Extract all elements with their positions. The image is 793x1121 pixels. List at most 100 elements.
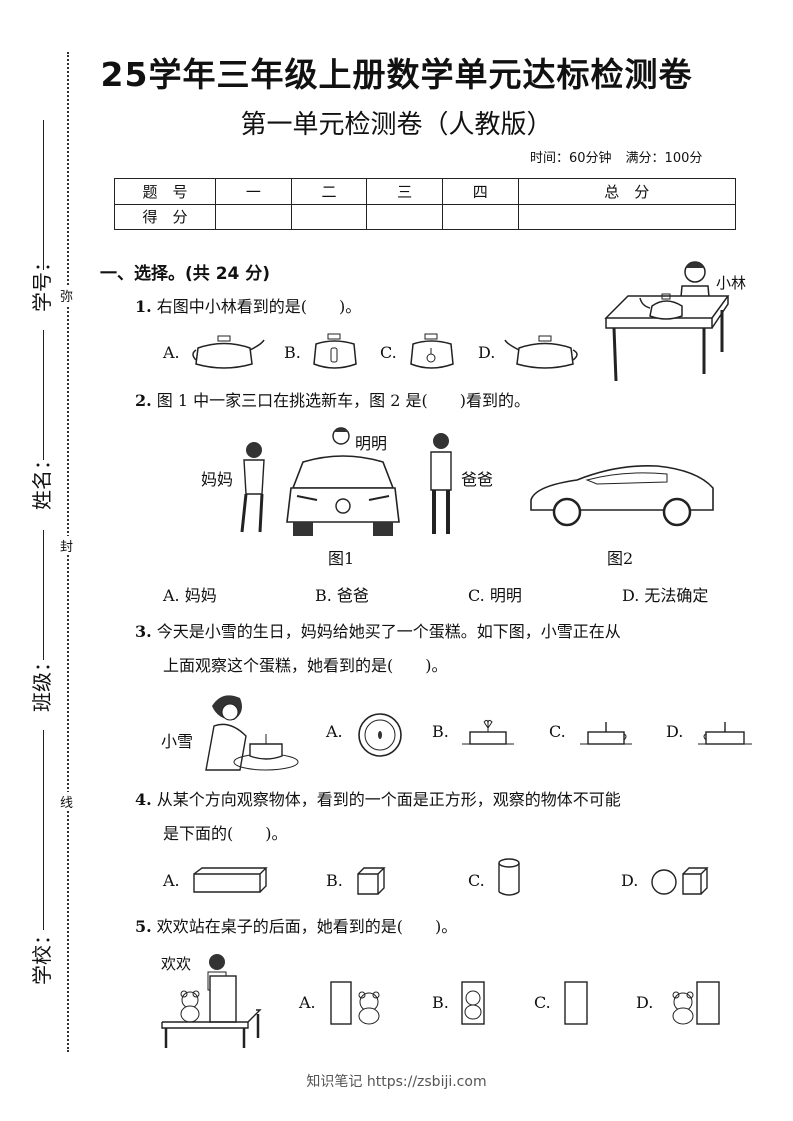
score-cell: 四 [441,178,519,205]
question-text-line1: 从某个方向观察物体，看到的一个面是正方形，观察的物体不可能 [156,790,621,809]
q5-option-d-label: D. [636,993,654,1012]
score-input-cell[interactable] [366,203,443,230]
score-cell: 二 [290,178,368,205]
q3-option-d-label: D. [666,722,684,741]
mom-figure [240,442,265,533]
question-number: 4. [135,790,152,809]
q2-option-b: B. 爸爸 [315,586,369,605]
exam-meta: 时间：60分钟满分：100分 [530,147,716,166]
question-4-line2: 是下面的( )。 [163,824,288,843]
question-1: 1. 右图中小林看到的是( )。 [135,292,361,322]
xiaoxue-label: 小雪 [161,732,194,751]
question-text-line1: 今天是小雪的生日，妈妈给她买了一个蛋糕。如下图，小雪正在从 [156,622,621,641]
cuboid-shape [193,867,268,893]
score-row-label: 得 分 [114,203,216,230]
score-cell: 一 [215,178,292,205]
class-line [43,530,44,660]
teapot-front-handle-view-b [313,333,357,369]
q5-option-b-label: B. [432,993,449,1012]
xiaoxue-cake-figure [205,695,299,771]
student-id-label: 学号： [30,252,54,312]
cake-side-view-b [462,719,514,745]
cake-top-view-a [358,713,402,757]
score-input-cell[interactable] [290,203,368,230]
q3-option-c-label: C. [549,722,566,741]
fig1-caption: 图1 [328,549,355,568]
q3-option-b-label: B. [432,722,449,741]
binding-mark-feng: 封 [60,536,74,555]
q1-option-a-label: A. [163,343,180,362]
q1-option-b-label: B. [284,343,301,362]
teapot-side-view-d [504,335,578,369]
cake-side-view-c [580,722,632,745]
school-line [43,730,44,930]
name-label: 姓名： [30,450,54,510]
time-limit: 时间：60分钟 [530,151,612,166]
huanhuan-label: 欢欢 [161,955,192,973]
score-table-score-row: 得 分 [114,203,737,230]
name-line [43,330,44,460]
q1-option-d-label: D. [478,343,496,362]
xiaolin-table-figure [604,261,730,382]
class-label: 班级： [30,652,54,712]
sphere-and-cube-shape [651,867,709,895]
q3-option-a-label: A. [326,722,343,741]
question-text: 图 1 中一家三口在挑选新车，图 2 是( )看到的。 [156,391,530,410]
dad-label: 爸爸 [461,470,494,489]
teapot-front-spout-view-c [410,333,454,369]
page-title: 25学年三年级上册数学单元达标检测卷 [100,55,693,94]
cube-shape [357,867,386,895]
score-input-cell[interactable] [215,203,292,230]
full-score: 满分：100分 [625,151,703,166]
q4-option-a-label: A. [163,871,180,890]
score-cell: 总 分 [517,178,737,205]
score-table-header-row: 题 号 一 二 三 四 总 分 [114,178,737,205]
fig2-caption: 图2 [607,549,634,568]
q2-option-c: C. 明明 [468,586,522,605]
score-table: 题 号 一 二 三 四 总 分 得 分 [114,178,737,230]
student-id-line [43,120,44,270]
question-text: 右图中小林看到的是( )。 [156,297,362,316]
question-4: 4. 从某个方向观察物体，看到的一个面是正方形，观察的物体不可能 [135,785,621,815]
question-3: 3. 今天是小雪的生日，妈妈给她买了一个蛋糕。如下图，小雪正在从 [135,617,621,647]
ming-label: 明明 [355,434,388,453]
q4-option-b-label: B. [326,871,343,890]
binding-mark-xian: 线 [60,792,74,811]
score-input-cell[interactable] [517,203,737,230]
question-5: 5. 欢欢站在桌子的后面，她看到的是( )。 [135,912,457,942]
question-number: 5. [135,917,152,936]
section-heading: 一、选择。(共 24 分) [100,264,271,284]
question-text: 欢欢站在桌子的后面，她看到的是( )。 [156,917,458,936]
car-front-view [286,427,400,536]
footer-watermark: 知识笔记 https://zsbiji.com [306,1074,487,1090]
q2-option-a: A. 妈妈 [163,586,217,605]
car-side-view [530,464,714,527]
score-cell: 三 [366,178,443,205]
page-subtitle: 第一单元检测卷（人教版） [240,110,553,140]
view-option-c [564,981,588,1025]
cylinder-shape [498,858,520,896]
school-label: 学校： [30,925,54,985]
cake-side-view-d [698,722,752,745]
view-option-a [330,981,380,1025]
score-input-cell[interactable] [441,203,519,230]
view-option-d [672,981,720,1025]
question-number: 1. [135,297,152,316]
q1-option-c-label: C. [380,343,397,362]
xiaolin-label: 小林 [716,274,747,292]
huanhuan-table-figure [161,954,262,1048]
teapot-side-view-a [192,335,265,369]
binding-mark-mi: 弥 [60,286,74,305]
q4-option-d-label: D. [621,871,639,890]
mom-label: 妈妈 [201,470,234,489]
q2-option-d: D. 无法确定 [622,586,709,605]
score-cell: 题 号 [114,178,216,205]
question-number: 2. [135,391,152,410]
q5-option-c-label: C. [534,993,551,1012]
question-2: 2. 图 1 中一家三口在挑选新车，图 2 是( )看到的。 [135,386,530,416]
view-option-b [461,981,485,1025]
dad-figure [430,433,452,534]
q5-option-a-label: A. [299,993,316,1012]
question-3-line2: 上面观察这个蛋糕，她看到的是( )。 [163,656,448,675]
question-number: 3. [135,622,152,641]
